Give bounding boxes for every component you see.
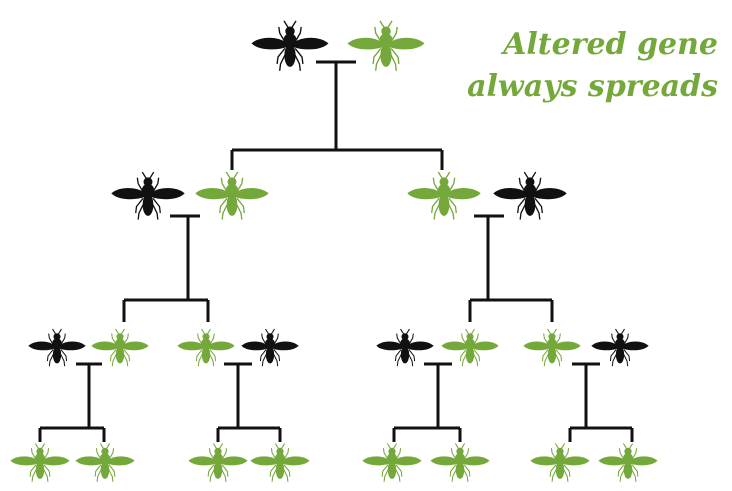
caption-line-1: Altered gene [503, 27, 718, 62]
caption: Altered gene always spreads [458, 24, 718, 108]
green-fly [188, 442, 248, 483]
black-fly [28, 328, 86, 367]
black-fly [591, 328, 649, 367]
green-fly [250, 442, 310, 483]
green-fly [347, 20, 425, 72]
green-fly [362, 442, 422, 483]
green-fly [530, 442, 590, 483]
caption-line-2: always spreads [467, 69, 718, 104]
black-fly [376, 328, 434, 367]
green-fly [598, 442, 658, 483]
green-fly [430, 442, 490, 483]
green-fly [407, 171, 481, 221]
tree-lines [38, 60, 634, 442]
green-fly [195, 171, 269, 221]
black-fly [241, 328, 299, 367]
black-fly [111, 171, 185, 221]
green-fly [523, 328, 581, 367]
green-fly [91, 328, 149, 367]
black-fly [493, 171, 567, 221]
green-fly [441, 328, 499, 367]
green-fly [75, 442, 135, 483]
green-fly [10, 442, 70, 483]
green-fly [177, 328, 235, 367]
